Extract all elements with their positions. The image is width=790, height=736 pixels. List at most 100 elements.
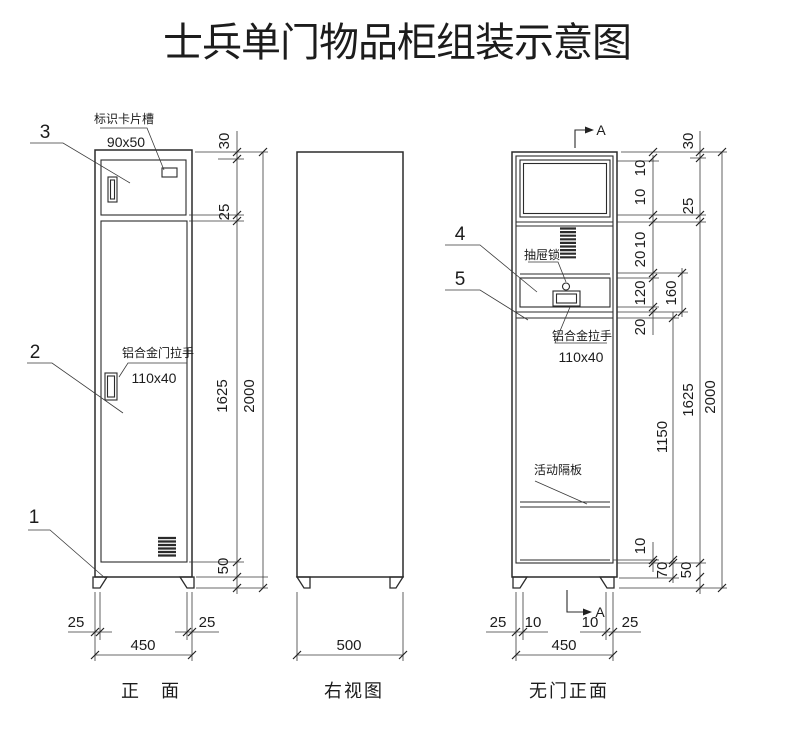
- front-extension-lines: [94, 151, 268, 661]
- front-dim-450: 450: [130, 637, 155, 654]
- drawing-title: 士兵单门物品柜组装示意图: [163, 20, 631, 65]
- drawer-front: [519, 277, 611, 308]
- drawer-handle-inner: [555, 293, 578, 304]
- nodoor-vent-slots: [560, 227, 576, 259]
- front-cabinet-outline: [94, 149, 193, 578]
- nd-dim-10l: 10: [525, 614, 542, 631]
- part-label-5: 5: [455, 269, 466, 290]
- front-left-foot: [92, 576, 109, 589]
- nodoor-top-compartment-inner: [522, 162, 608, 215]
- part-5-leader: [445, 289, 529, 321]
- nodoor-left-foot: [512, 576, 529, 589]
- nodoor-dim-ticks: [511, 147, 727, 660]
- part-label-3: 3: [40, 122, 51, 143]
- nd-dim-25l: 25: [490, 614, 507, 631]
- nodoor-cabinet-inner: [515, 155, 614, 564]
- nd-dim-1625: 1625: [680, 383, 697, 416]
- part-label-1: 1: [29, 507, 40, 528]
- part-3-leader: [30, 142, 131, 184]
- nodoor-top-compartment: [519, 159, 611, 218]
- drawer-lock-label: 抽屉锁: [524, 247, 560, 262]
- front-vent-slots: [158, 536, 176, 557]
- door-handle-size: 110x40: [132, 370, 177, 386]
- card-slot-label: 标识卡片槽: [94, 112, 154, 126]
- nd-dim-10a: 10: [632, 160, 649, 177]
- shelf-leader: [534, 480, 588, 505]
- front-main-door-handle-inner: [106, 375, 116, 398]
- section-letter-bottom: A: [595, 604, 605, 620]
- nd-dim-10c: 10: [632, 232, 649, 249]
- shelf-label: 活动隔板: [534, 463, 582, 477]
- drawer-handle-leader: [554, 306, 607, 344]
- section-letter-top: A: [596, 122, 606, 138]
- nodoor-divider-lines: [516, 221, 613, 561]
- part-label-2: 2: [30, 342, 41, 363]
- card-slot-size: 90x50: [107, 134, 145, 150]
- nd-dim-2000: 2000: [702, 380, 719, 413]
- section-line-bottom: [566, 590, 583, 613]
- drawer-handle-size: 110x40: [559, 349, 604, 365]
- side-extension-lines: [296, 592, 404, 661]
- side-dim-ticks: [292, 650, 408, 660]
- side-left-foot: [295, 576, 311, 589]
- front-dim-lines: [68, 131, 264, 656]
- drawer-lock-leader: [528, 261, 567, 283]
- nd-dim-50: 50: [678, 562, 695, 579]
- side-cabinet-outline: [296, 151, 404, 578]
- drawer-handle-label: 铝合金拉手: [552, 328, 612, 343]
- nd-dim-30: 30: [680, 133, 697, 150]
- drawer-handle: [552, 290, 581, 307]
- part-label-4: 4: [455, 224, 466, 245]
- nd-dim-450: 450: [551, 637, 576, 654]
- section-arrow-top-icon: [585, 126, 594, 134]
- nd-dim-25: 25: [680, 198, 697, 215]
- front-dim-ticks: [90, 147, 268, 660]
- nd-dim-120: 120: [632, 280, 649, 305]
- nd-dim-20b: 20: [632, 319, 649, 336]
- nd-dim-25r: 25: [622, 614, 639, 631]
- front-dim-50: 50: [215, 558, 232, 575]
- side-right-foot: [389, 576, 405, 589]
- front-dim-25l: 25: [68, 614, 85, 631]
- front-right-foot: [178, 576, 195, 589]
- front-view: 3 2 1 标识卡片槽 90x50 铝合金门拉手 110x40 正 面: [27, 112, 195, 701]
- section-line-top: [574, 129, 585, 148]
- front-dim-30: 30: [216, 133, 233, 150]
- part-1-leader: [28, 529, 106, 579]
- nd-dim-20a: 20: [632, 251, 649, 268]
- side-dim-500: 500: [336, 637, 361, 654]
- door-handle-leader: [118, 362, 187, 378]
- side-view: 500 右视图: [292, 151, 408, 701]
- nodoor-view-caption: 无门正面: [529, 681, 609, 701]
- front-dim-2000: 2000: [241, 379, 258, 412]
- section-arrow-bottom-icon: [583, 608, 592, 616]
- drawer-lock: [561, 282, 571, 291]
- front-main-door-handle: [104, 372, 118, 401]
- nd-dim-70: 70: [654, 562, 671, 579]
- front-card-slot: [161, 167, 178, 178]
- nodoor-dim-lines: [486, 131, 723, 656]
- front-upper-door-handle: [107, 176, 118, 203]
- nodoor-cabinet-outline: [511, 151, 618, 578]
- card-slot-leader: [100, 127, 165, 171]
- door-handle-label: 铝合金门拉手: [122, 345, 194, 360]
- nd-dim-10b: 10: [632, 189, 649, 206]
- nodoor-right-foot: [598, 576, 615, 589]
- nodoor-view: A A 4 5 抽屉锁 铝合金拉手 110x40 活动隔板 无门正面: [445, 122, 618, 701]
- part-4-leader: [445, 244, 538, 293]
- front-dim-1625: 1625: [214, 379, 231, 412]
- nd-dim-1150: 1150: [654, 421, 671, 453]
- part-2-leader: [27, 362, 124, 414]
- side-view-caption: 右视图: [324, 681, 384, 701]
- front-dim-25: 25: [216, 204, 233, 221]
- front-dim-25r: 25: [199, 614, 216, 631]
- nd-dim-10r: 10: [582, 614, 599, 631]
- nd-dim-160: 160: [663, 280, 680, 305]
- front-upper-door-handle-inner: [109, 179, 116, 200]
- front-view-dimensions: 30 25 1625 50 2000 25 25 450: [68, 131, 268, 661]
- nodoor-view-dimensions: 10 10 10 20 120 20 10 1150 70 160 30 25 …: [486, 131, 727, 661]
- front-upper-door: [100, 159, 187, 216]
- front-main-door: [100, 220, 188, 563]
